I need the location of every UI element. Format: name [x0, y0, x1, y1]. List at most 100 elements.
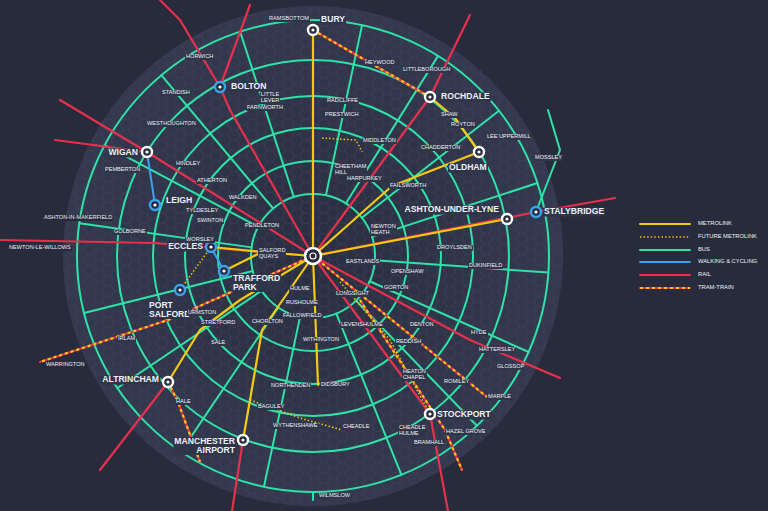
station-label: URMSTON	[187, 310, 217, 316]
station-label: OPENSHAW	[390, 269, 424, 275]
station-label: NORTHENDEN	[270, 383, 311, 389]
tram-train-line	[313, 30, 430, 97]
hub-marker	[531, 207, 541, 217]
rail-line	[313, 256, 448, 511]
bus-route	[264, 317, 300, 487]
station-label: ROYTON	[450, 122, 476, 128]
town-hub-label: ROCHDALE	[440, 92, 491, 101]
station-label: RADCLIFFE	[326, 98, 359, 104]
station-label: STANDISH	[161, 90, 191, 96]
station-label: ASHTON-IN-MAKERFIELD	[43, 215, 113, 221]
legend-item	[640, 250, 690, 251]
station-label: TYLDESLEY	[185, 208, 219, 214]
station-label: PRESTWICH	[324, 112, 360, 118]
town-hub-label: BURY	[320, 15, 346, 24]
hub-dot	[178, 288, 181, 291]
legend-sample	[640, 236, 690, 238]
station-label: RUSHOLME	[285, 300, 319, 306]
station-label: WARRINGTON	[45, 362, 86, 368]
station-label: NEWTON-LE-WILLOWS	[8, 245, 72, 251]
rail-line	[60, 100, 313, 256]
station-label: FALLOWFIELD	[282, 313, 323, 319]
station-label: GLOSSOP	[496, 364, 525, 370]
map-disc	[63, 6, 563, 506]
station-label: ROMILEY	[443, 379, 470, 385]
future-metrolink-line	[180, 247, 211, 290]
hub-dot	[311, 28, 314, 31]
walking-cycling-line	[147, 152, 155, 205]
metrolink-line	[312, 30, 314, 256]
hub-dot	[145, 150, 148, 153]
hub-dot	[428, 95, 431, 98]
legend-text: METROLINK	[698, 221, 732, 227]
station-label: LITTLE LEVER	[260, 92, 280, 104]
legend-item	[640, 262, 690, 263]
bus-route	[105, 145, 259, 227]
legend-item	[640, 275, 690, 276]
hub-marker	[308, 25, 318, 35]
station-label: BAGULEY	[257, 404, 285, 410]
town-hub-label: PORT SALFORD	[148, 301, 192, 319]
metrolink-line	[168, 256, 313, 382]
station-label: CHORLTON	[251, 319, 284, 325]
station-label: EASTLANDS	[345, 259, 380, 265]
station-label: WILMSLOW	[318, 493, 351, 499]
bus-route	[346, 56, 438, 204]
station-label: HALE	[175, 399, 192, 405]
tram-train-line	[313, 256, 487, 397]
station-label: HULME	[289, 286, 311, 292]
hub-markers	[142, 25, 541, 445]
rail-line	[313, 256, 560, 378]
legend-item	[640, 288, 690, 289]
rail-network	[0, 0, 615, 511]
station-label: WALKDEN	[228, 195, 257, 201]
hub-marker	[425, 92, 435, 102]
station-label: CHEADLE	[342, 424, 370, 430]
station-label: HINDLEY	[175, 161, 201, 167]
station-label: MOSSLEY	[534, 155, 563, 161]
town-hub-label: STALYBRIDGE	[543, 207, 605, 216]
town-hub-label: LEIGH	[165, 196, 193, 205]
hub-marker	[206, 242, 216, 252]
town-hub-label: STOCKPORT	[436, 410, 492, 419]
town-hub-label: OLDHAM	[448, 163, 488, 172]
hex-grid	[63, 6, 563, 506]
hub-marker	[238, 435, 248, 445]
bus-route	[312, 492, 314, 500]
hub-marker	[142, 147, 152, 157]
station-label: HYDE	[470, 330, 488, 336]
tram-train-line-dash	[40, 256, 313, 362]
station-label: HAZEL GROVE	[445, 429, 487, 435]
rail-line	[160, 0, 313, 256]
station-label: IRLAM	[117, 336, 136, 342]
bus-route	[161, 75, 273, 208]
metrolink-line	[224, 252, 262, 271]
centre-marker	[310, 253, 316, 259]
hub-dot	[222, 269, 225, 272]
legend-sample	[640, 249, 690, 251]
town-hub-label: ALTRINCHAM	[101, 375, 160, 384]
station-label: HATTERSLEY	[478, 347, 516, 353]
bus-route	[370, 281, 529, 352]
legend-text: BUS	[698, 247, 710, 253]
hub-dot	[153, 203, 156, 206]
hub-marker	[175, 285, 185, 295]
station-label: RAMSBOTTOM	[268, 16, 310, 22]
station-label: ATHERTON	[196, 178, 228, 184]
legend-text: TRAM-TRAIN	[698, 285, 734, 291]
bus-route	[117, 291, 261, 388]
town-hub-label: BOLTON	[230, 82, 268, 91]
town-hub-label: ASHTON-UNDER-LYNE	[403, 205, 500, 214]
station-label: MARPLE	[487, 394, 512, 400]
station-label: SALFORD QUAYS	[258, 248, 286, 260]
centre-marker	[305, 248, 321, 264]
station-label: NEWTON HEATH	[370, 224, 397, 236]
station-label: FAILSWORTH	[389, 183, 427, 189]
future-metrolink-line	[250, 400, 342, 430]
station-label: SALE	[210, 340, 226, 346]
town-hub-label: MANCHESTER AIRPORT	[173, 437, 236, 455]
future-metrolink-line	[322, 138, 362, 152]
